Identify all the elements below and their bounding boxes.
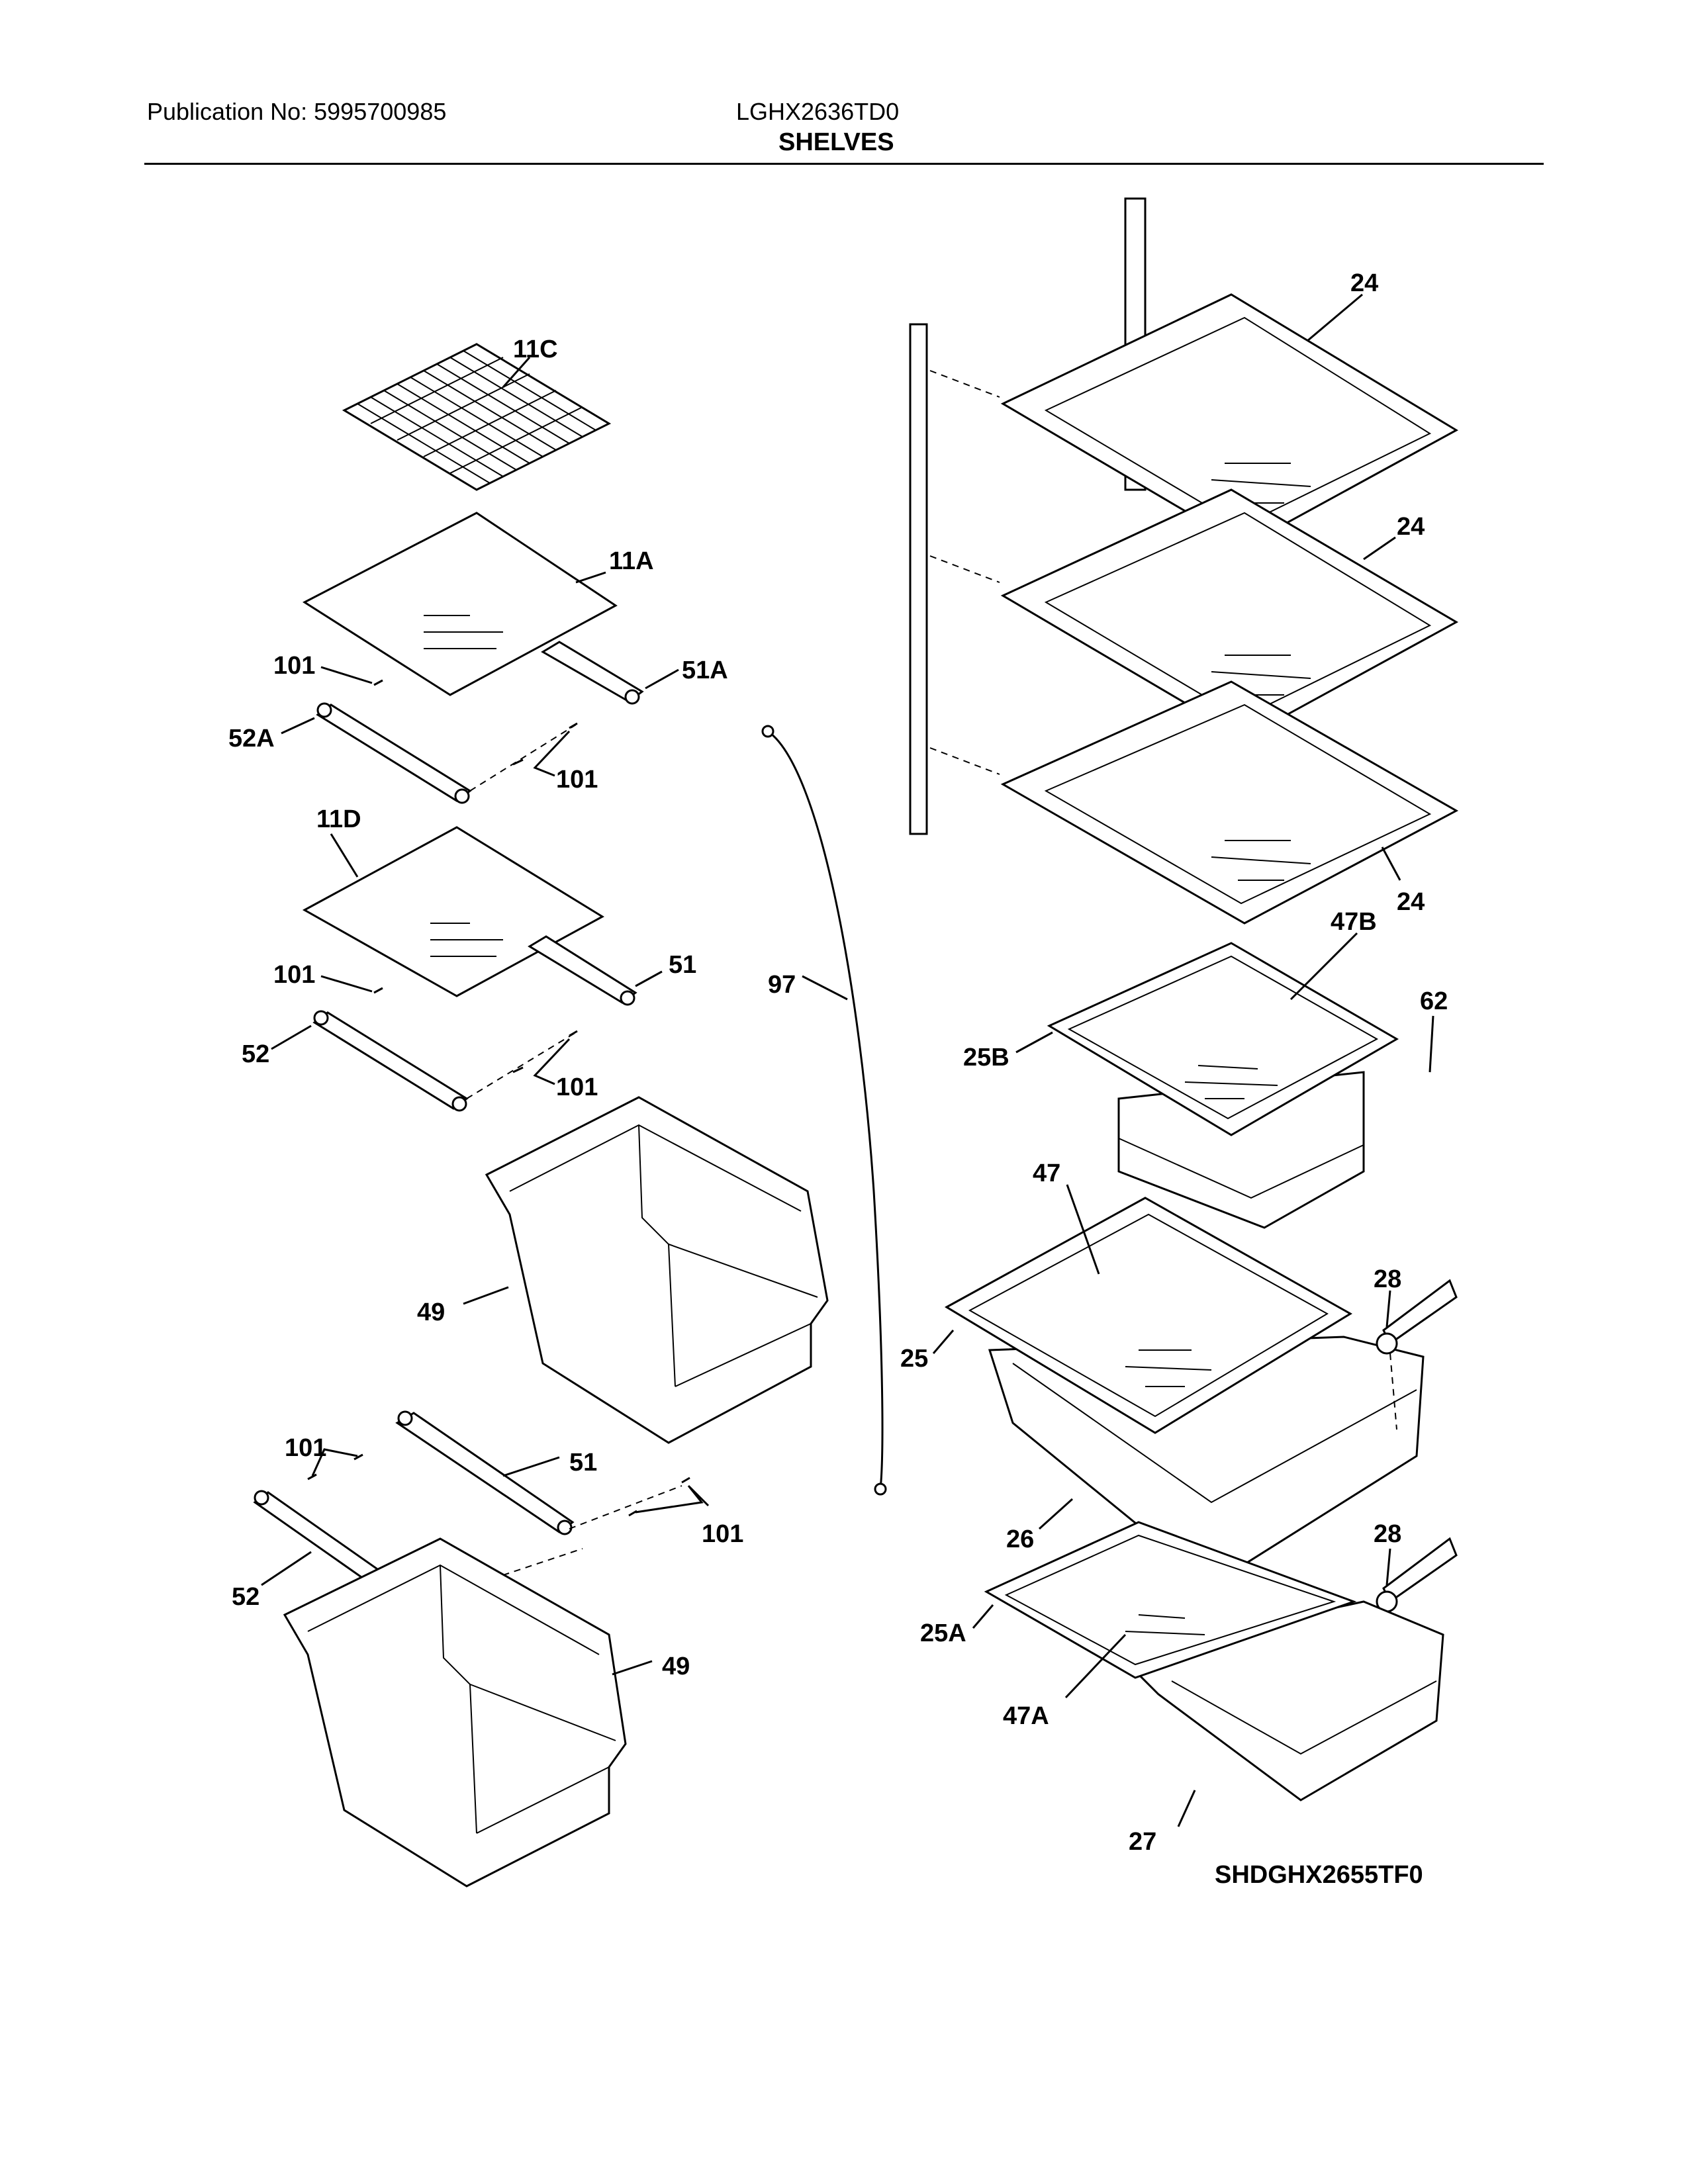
crisper-cover-25a bbox=[984, 1521, 1357, 1679]
callout-11a: 11A bbox=[609, 547, 654, 575]
storage-bin-49-upper bbox=[485, 1096, 829, 1444]
callout-101-d: 101 bbox=[556, 1073, 598, 1101]
publication-number: Publication No: 5995700985 bbox=[147, 98, 447, 125]
model-number: LGHX2636TD0 bbox=[736, 98, 900, 125]
header-rule bbox=[144, 163, 1544, 165]
diagram-code: SHDGHX2655TF0 bbox=[1215, 1861, 1423, 1889]
callout-24-bottom: 24 bbox=[1397, 888, 1425, 916]
callout-24-middle: 24 bbox=[1397, 513, 1425, 541]
callout-27: 27 bbox=[1129, 1828, 1156, 1856]
callout-52-upper: 52 bbox=[242, 1040, 269, 1068]
rail-51-lower bbox=[395, 1410, 575, 1535]
callout-28-lower: 28 bbox=[1374, 1520, 1401, 1548]
glass-shelf-11a bbox=[302, 512, 618, 696]
callout-101-c: 101 bbox=[273, 961, 315, 989]
crisper-cover-25b bbox=[1047, 942, 1399, 1136]
callout-28-upper: 28 bbox=[1374, 1265, 1401, 1293]
glass-shelf-24-top bbox=[1000, 293, 1459, 547]
callout-101-e: 101 bbox=[285, 1434, 326, 1462]
callout-47: 47 bbox=[1033, 1160, 1060, 1187]
callout-47a: 47A bbox=[1003, 1702, 1049, 1730]
callout-47b: 47B bbox=[1331, 908, 1377, 936]
callout-11c: 11C bbox=[513, 336, 558, 363]
callout-101-b: 101 bbox=[556, 766, 598, 794]
bracket-28-upper bbox=[1376, 1279, 1458, 1355]
callout-51-upper: 51 bbox=[669, 951, 696, 979]
rail-52-upper bbox=[312, 1010, 469, 1112]
callout-49-lower: 49 bbox=[662, 1653, 690, 1680]
callout-25b: 25B bbox=[963, 1044, 1009, 1071]
bracket-28-lower bbox=[1376, 1537, 1458, 1613]
callout-62: 62 bbox=[1420, 987, 1448, 1015]
callout-25a: 25A bbox=[920, 1619, 966, 1647]
callout-101-a: 101 bbox=[273, 652, 315, 680]
rail-51a bbox=[541, 641, 644, 705]
callout-52a: 52A bbox=[228, 725, 275, 752]
wire-shelf-11c bbox=[342, 343, 612, 491]
callout-11d: 11D bbox=[316, 805, 361, 833]
callout-51a: 51A bbox=[682, 657, 728, 684]
callout-52-lower: 52 bbox=[232, 1583, 259, 1611]
section-title: SHELVES bbox=[778, 128, 894, 156]
rail-52a bbox=[316, 702, 472, 804]
callout-97: 97 bbox=[768, 971, 796, 999]
callout-24-top: 24 bbox=[1350, 269, 1378, 297]
callout-49-upper: 49 bbox=[417, 1298, 445, 1326]
storage-bin-49-lower bbox=[283, 1537, 627, 1888]
callout-101-f: 101 bbox=[702, 1520, 743, 1548]
rail-51-upper bbox=[528, 935, 637, 1006]
water-tube-97 bbox=[761, 725, 887, 1496]
callout-51-lower: 51 bbox=[569, 1449, 597, 1477]
glass-shelf-24-bottom bbox=[1000, 680, 1459, 925]
callout-25: 25 bbox=[900, 1345, 928, 1373]
glass-shelf-24-middle bbox=[1000, 488, 1459, 739]
glass-shelf-11d bbox=[302, 826, 604, 997]
callout-26: 26 bbox=[1006, 1525, 1034, 1553]
